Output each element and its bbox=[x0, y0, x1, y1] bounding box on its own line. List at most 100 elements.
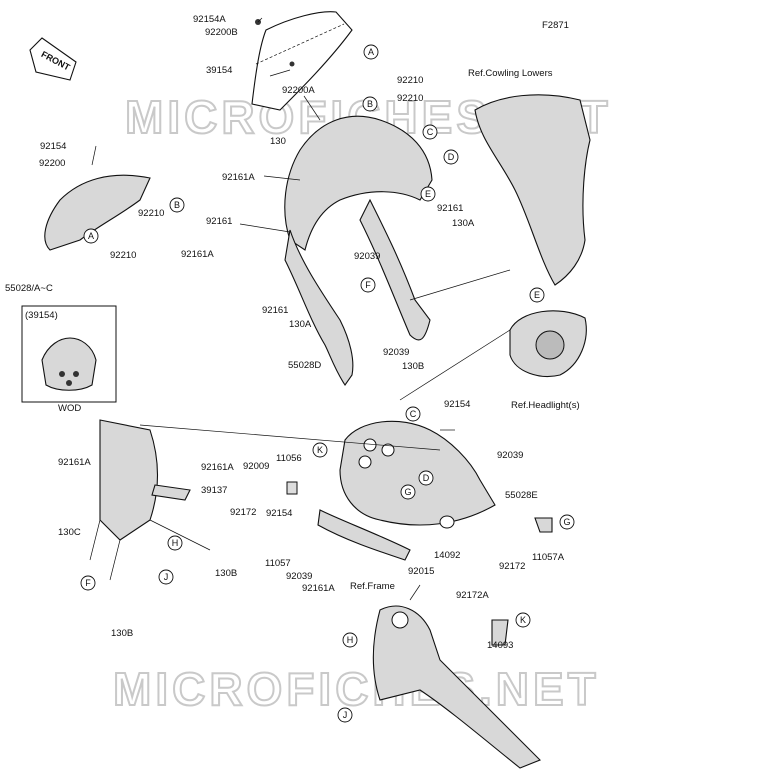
label-130A-b: 130A bbox=[289, 319, 312, 330]
svg-text:F: F bbox=[85, 578, 91, 588]
watermark-bottom: MICROFICHES.NET bbox=[113, 663, 600, 715]
inner-cover-part bbox=[317, 420, 496, 561]
label-92161A-a: 92161A bbox=[222, 172, 255, 183]
svg-text:J: J bbox=[343, 710, 348, 720]
leader-lines bbox=[91, 17, 511, 601]
label-92154A: 92154A bbox=[193, 14, 226, 25]
callout-E-head: E bbox=[529, 287, 545, 303]
label-92009: 92009 bbox=[243, 461, 269, 472]
upper-cowling-part bbox=[284, 115, 433, 386]
label-92161A-b: 92161A bbox=[181, 249, 214, 260]
label-92154-c: 92154 bbox=[266, 508, 292, 519]
callout-A-left: A bbox=[83, 228, 99, 244]
label-130B-b: 130B bbox=[215, 568, 237, 579]
callout-G-right: G bbox=[559, 514, 575, 530]
label-92210-c: 92210 bbox=[138, 208, 164, 219]
svg-text:K: K bbox=[520, 615, 526, 625]
callout-F-left: F bbox=[80, 575, 96, 591]
svg-text:D: D bbox=[448, 152, 455, 162]
label-130C: 130C bbox=[58, 527, 81, 538]
label-55028-AC: 55028/A~C bbox=[5, 283, 53, 294]
svg-text:A: A bbox=[88, 231, 94, 241]
inset-box: (39154) WOD bbox=[21, 305, 117, 414]
callout-D-top: D bbox=[443, 149, 459, 165]
callout-A-top: A bbox=[363, 44, 379, 60]
label-39137: 39137 bbox=[201, 485, 227, 496]
svg-text:G: G bbox=[404, 487, 411, 497]
label-130A-a: 130A bbox=[452, 218, 475, 229]
svg-text:J: J bbox=[164, 572, 169, 582]
label-130B-a: 130B bbox=[402, 361, 424, 372]
label-92161A-e: 92161A bbox=[302, 583, 335, 594]
label-11056: 11056 bbox=[276, 453, 302, 464]
stay-bracket-part bbox=[89, 419, 211, 581]
callout-J-left: J bbox=[158, 569, 174, 585]
label-92154-a: 92154 bbox=[40, 141, 66, 152]
callout-B-top: B bbox=[362, 96, 378, 112]
svg-text:E: E bbox=[425, 189, 431, 199]
frame-part bbox=[372, 605, 541, 769]
svg-text:C: C bbox=[410, 409, 417, 419]
callout-E-top: E bbox=[420, 186, 436, 202]
label-ref-headlights: Ref.Headlight(s) bbox=[511, 400, 580, 411]
svg-text:A: A bbox=[368, 47, 374, 57]
svg-text:B: B bbox=[367, 99, 373, 109]
callout-H-frame: H bbox=[342, 632, 358, 648]
svg-text:B: B bbox=[174, 200, 180, 210]
svg-text:H: H bbox=[172, 538, 179, 548]
svg-text:K: K bbox=[317, 445, 323, 455]
label-92039-c: 92039 bbox=[497, 450, 523, 461]
label-92154-b: 92154 bbox=[444, 399, 470, 410]
svg-text:D: D bbox=[423, 473, 430, 483]
label-92210-d: 92210 bbox=[110, 250, 136, 261]
label-92161-a: 92161 bbox=[206, 216, 232, 227]
callout-C-mid: C bbox=[405, 406, 421, 422]
label-55028E: 55028E bbox=[505, 490, 538, 501]
label-55028D: 55028D bbox=[288, 360, 321, 371]
label-11057: 11057 bbox=[265, 558, 291, 569]
label-92161A-d: 92161A bbox=[201, 462, 234, 473]
callout-B-left: B bbox=[169, 197, 185, 213]
label-ref-cowling-lowers: Ref.Cowling Lowers bbox=[468, 68, 553, 79]
label-92210-b: 92210 bbox=[397, 93, 423, 104]
label-92172A: 92172A bbox=[456, 590, 489, 601]
inset-caption: WOD bbox=[58, 403, 81, 414]
label-92172-b: 92172 bbox=[499, 561, 525, 572]
side-cover-part bbox=[44, 174, 151, 251]
callout-J-frame: J bbox=[337, 707, 353, 723]
front-arrow-icon: FRONT bbox=[29, 37, 77, 81]
callout-K-mid: K bbox=[312, 442, 328, 458]
label-92161-b: 92161 bbox=[437, 203, 463, 214]
label-92172-a: 92172 bbox=[230, 507, 256, 518]
small-bracket-part bbox=[286, 481, 553, 646]
label-92210-a: 92210 bbox=[397, 75, 423, 86]
label-130: 130 bbox=[270, 136, 286, 147]
callout-C-top: C bbox=[422, 124, 438, 140]
part-labels: 92154A 92200B 39154 92200A 130 92210 922… bbox=[5, 14, 580, 651]
label-92015: 92015 bbox=[408, 566, 434, 577]
label-92039-d: 92039 bbox=[286, 571, 312, 582]
label-92161A-c: 92161A bbox=[58, 457, 91, 468]
figure-code: F2871 bbox=[542, 20, 569, 31]
callout-F-top: F bbox=[360, 277, 376, 293]
label-92039-a: 92039 bbox=[354, 251, 380, 262]
label-130B-c: 130B bbox=[111, 628, 133, 639]
callout-H-left: H bbox=[167, 535, 183, 551]
label-ref-frame: Ref.Frame bbox=[350, 581, 395, 592]
svg-text:G: G bbox=[563, 517, 570, 527]
label-92200B: 92200B bbox=[205, 27, 238, 38]
label-14093: 14093 bbox=[487, 640, 513, 651]
callout-G-mid: G bbox=[400, 484, 416, 500]
cowling-lowers-part bbox=[474, 94, 591, 286]
label-14092: 14092 bbox=[434, 550, 460, 561]
svg-text:H: H bbox=[347, 635, 354, 645]
label-92039-b: 92039 bbox=[383, 347, 409, 358]
svg-text:C: C bbox=[427, 127, 434, 137]
windscreen-part bbox=[251, 11, 353, 111]
label-11057A: 11057A bbox=[532, 552, 565, 563]
callouts: A B C D E F K C G D H G J F H K J E A B bbox=[80, 44, 575, 723]
headlight-part bbox=[509, 310, 587, 378]
label-92161-c: 92161 bbox=[262, 305, 288, 316]
